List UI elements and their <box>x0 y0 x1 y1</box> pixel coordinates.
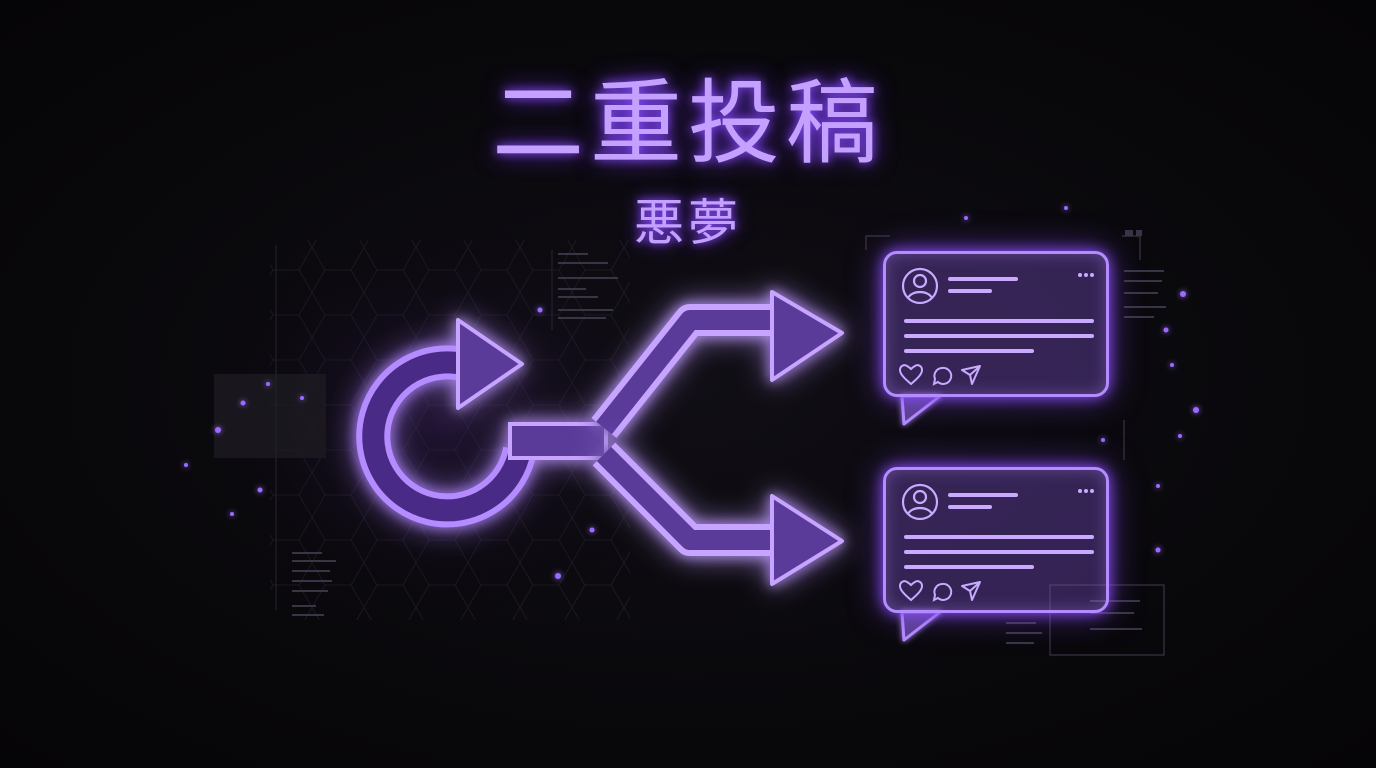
post-card-top <box>883 251 1109 397</box>
post-header-lines <box>948 493 1018 509</box>
more-dots-icon <box>1078 273 1094 277</box>
post-body-lines <box>904 319 1094 353</box>
deco-panel-left <box>214 374 326 458</box>
page-subtitle: 悪夢 <box>634 194 742 252</box>
send-icon <box>961 581 981 601</box>
more-dots-icon <box>1078 489 1094 493</box>
post-body-lines <box>904 535 1094 569</box>
send-icon <box>961 365 981 385</box>
heart-icon <box>898 364 924 386</box>
split-arrow-up-icon <box>591 290 844 438</box>
split-arrow-down-icon <box>592 442 844 586</box>
glow-particles <box>184 206 1199 579</box>
comment-icon <box>932 582 953 602</box>
deco-text-lines-right <box>1006 230 1166 644</box>
avatar-icon <box>901 267 939 305</box>
avatar-icon <box>901 483 939 521</box>
post-card-bottom <box>883 467 1109 613</box>
comment-icon <box>932 366 953 386</box>
post-header-lines <box>948 277 1018 293</box>
page-title: 二重投稿 <box>491 70 884 177</box>
repost-loop-arrow-icon <box>356 318 608 528</box>
deco-text-lines-left <box>292 253 618 616</box>
heart-icon <box>898 580 924 602</box>
